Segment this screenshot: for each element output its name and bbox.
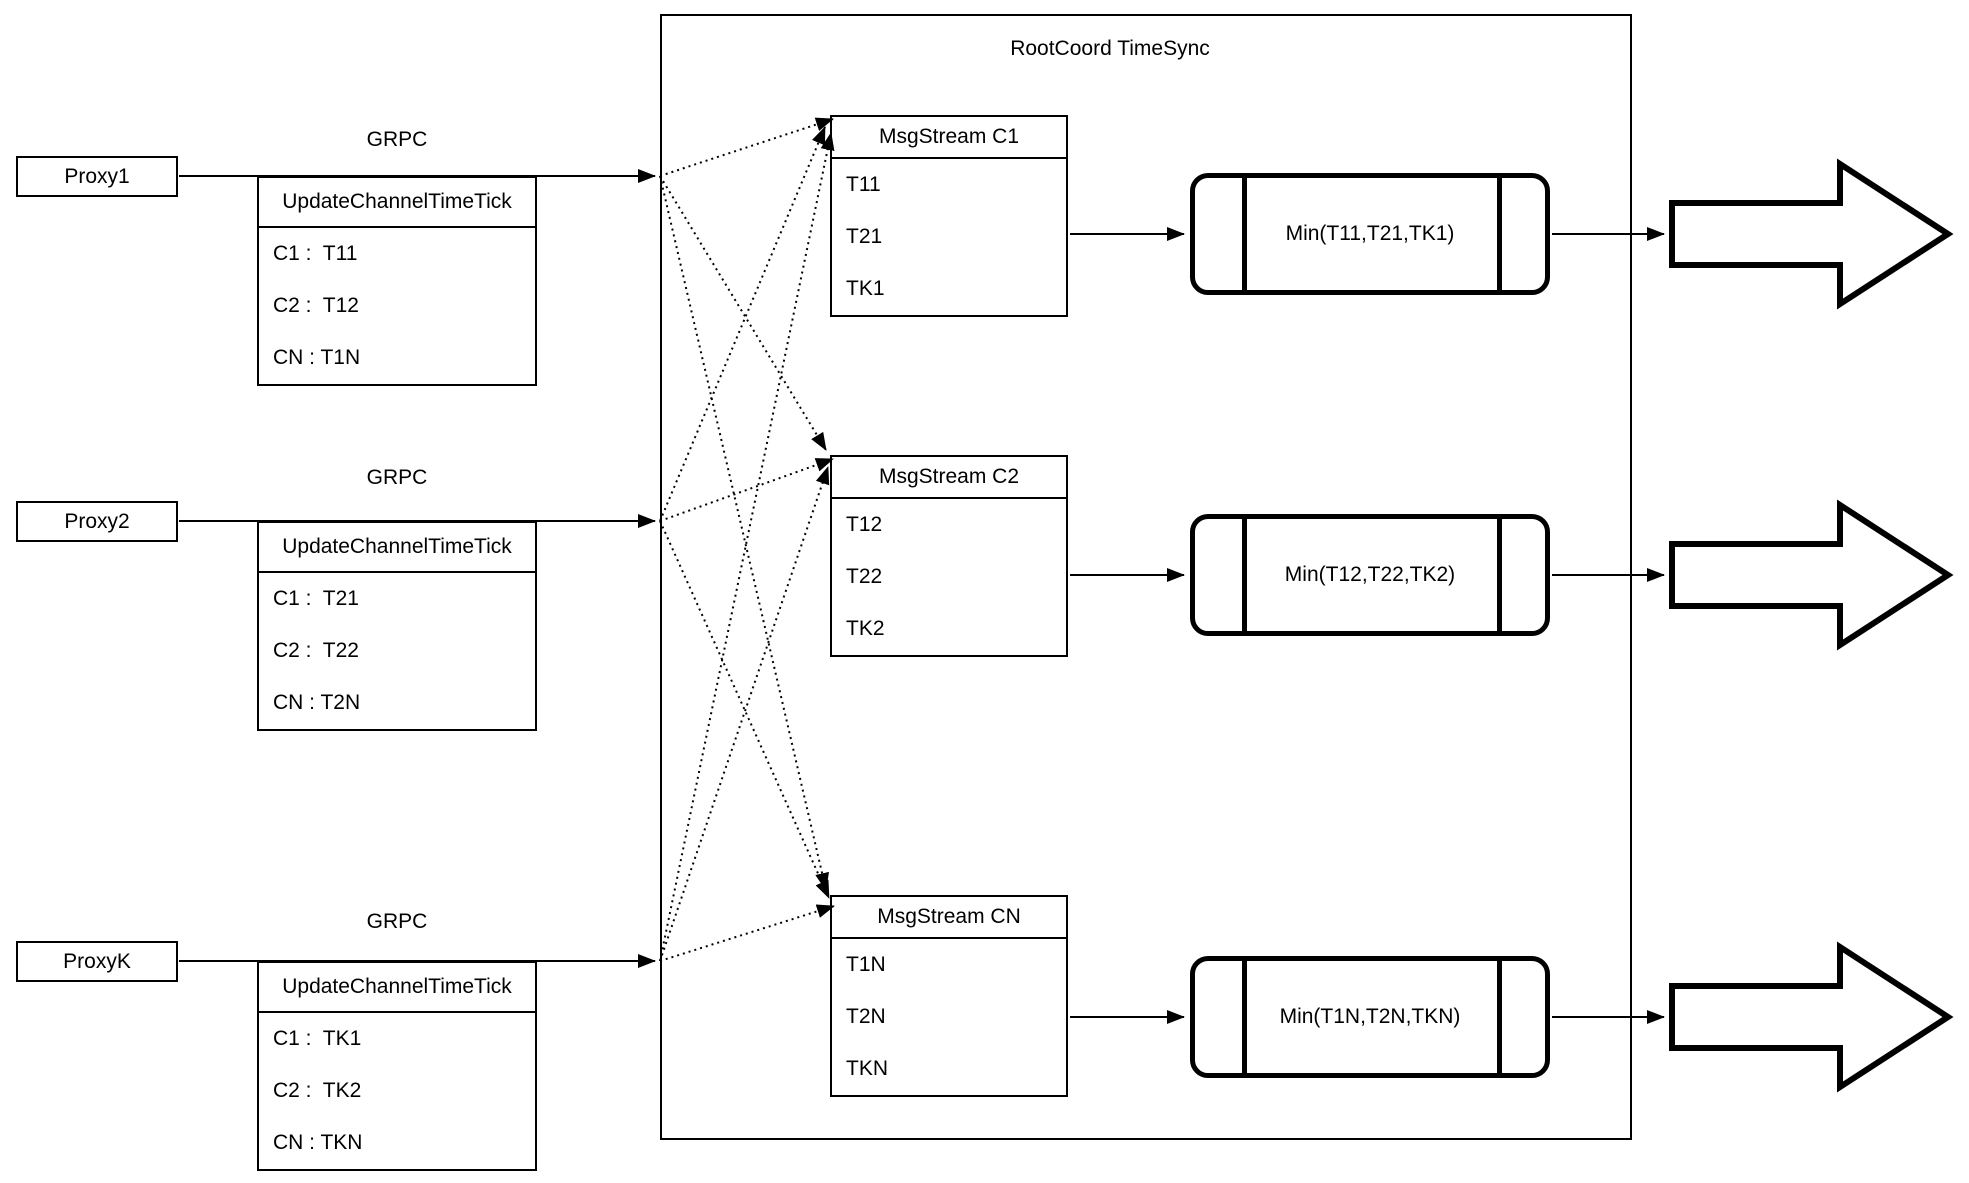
left-divider xyxy=(1242,519,1247,631)
update-channel-timetick-table-3: UpdateChannelTimeTick C1 : TK1 C2 : TK2 … xyxy=(257,961,537,1171)
table-header: MsgStream C1 xyxy=(832,117,1066,159)
update-channel-timetick-table-2: UpdateChannelTimeTick C1 : T21 C2 : T22 … xyxy=(257,521,537,731)
left-divider xyxy=(1242,961,1247,1073)
min-label: Min(T1N,T2N,TKN) xyxy=(1279,1005,1461,1028)
proxy-box-2: Proxy2 xyxy=(16,501,178,542)
table-row: C1 : T11 xyxy=(273,242,358,265)
min-function-box-c2: Min(T12,T22,TK2) xyxy=(1190,514,1550,636)
table-header: MsgStream CN xyxy=(832,897,1066,939)
right-divider xyxy=(1497,519,1502,631)
msgstream-c1-table: MsgStream C1 T11 T21 TK1 xyxy=(830,115,1068,317)
table-row: TKN xyxy=(846,1057,888,1080)
grpc-label-2: GRPC xyxy=(366,466,428,489)
grpc-label-3: GRPC xyxy=(366,910,428,933)
table-row: T22 xyxy=(846,565,883,588)
table-row: CN : TKN xyxy=(273,1131,363,1154)
table-row: T2N xyxy=(846,1005,886,1028)
table-row: T11 xyxy=(846,173,881,196)
table-row: CN : T2N xyxy=(273,691,361,714)
msgstream-cn-table: MsgStream CN T1N T2N TKN xyxy=(830,895,1068,1097)
min-label: Min(T12,T22,TK2) xyxy=(1284,563,1456,586)
table-row: C1 : TK1 xyxy=(273,1027,362,1050)
msgstream-cn-output-label: MsgStream CN xyxy=(1738,1005,1882,1028)
table-row: TK1 xyxy=(846,277,885,300)
msgstream-c1-output-label: MsgStream C1 xyxy=(1739,222,1881,245)
table-row: T21 xyxy=(846,225,883,248)
table-header: UpdateChannelTimeTick xyxy=(259,523,535,573)
grpc-label-1: GRPC xyxy=(366,128,428,151)
min-label: Min(T11,T21,TK1) xyxy=(1285,222,1455,245)
table-row: T12 xyxy=(846,513,883,536)
min-function-box-c1: Min(T11,T21,TK1) xyxy=(1190,173,1550,295)
min-function-box-cn: Min(T1N,T2N,TKN) xyxy=(1190,956,1550,1078)
right-divider xyxy=(1497,961,1502,1073)
table-row: CN : T1N xyxy=(273,346,361,369)
update-channel-timetick-table-1: UpdateChannelTimeTick C1 : T11 C2 : T12 … xyxy=(257,176,537,386)
table-row: T1N xyxy=(846,953,886,976)
table-row: TK2 xyxy=(846,617,885,640)
proxy-box-3: ProxyK xyxy=(16,941,178,982)
msgstream-c2-table: MsgStream C2 T12 T22 TK2 xyxy=(830,455,1068,657)
rootcoord-timesync-title: RootCoord TimeSync xyxy=(1010,37,1210,60)
table-row: C2 : T22 xyxy=(273,639,359,662)
table-header: MsgStream C2 xyxy=(832,457,1066,499)
table-row: C2 : T12 xyxy=(273,294,359,317)
table-header: UpdateChannelTimeTick xyxy=(259,178,535,228)
table-row: C1 : T21 xyxy=(273,587,359,610)
left-divider xyxy=(1242,178,1247,290)
right-divider xyxy=(1497,178,1502,290)
msgstream-c2-output-label: MsgStream C2 xyxy=(1739,563,1881,586)
table-header: UpdateChannelTimeTick xyxy=(259,963,535,1013)
proxy-box-1: Proxy1 xyxy=(16,156,178,197)
table-row: C2 : TK2 xyxy=(273,1079,362,1102)
